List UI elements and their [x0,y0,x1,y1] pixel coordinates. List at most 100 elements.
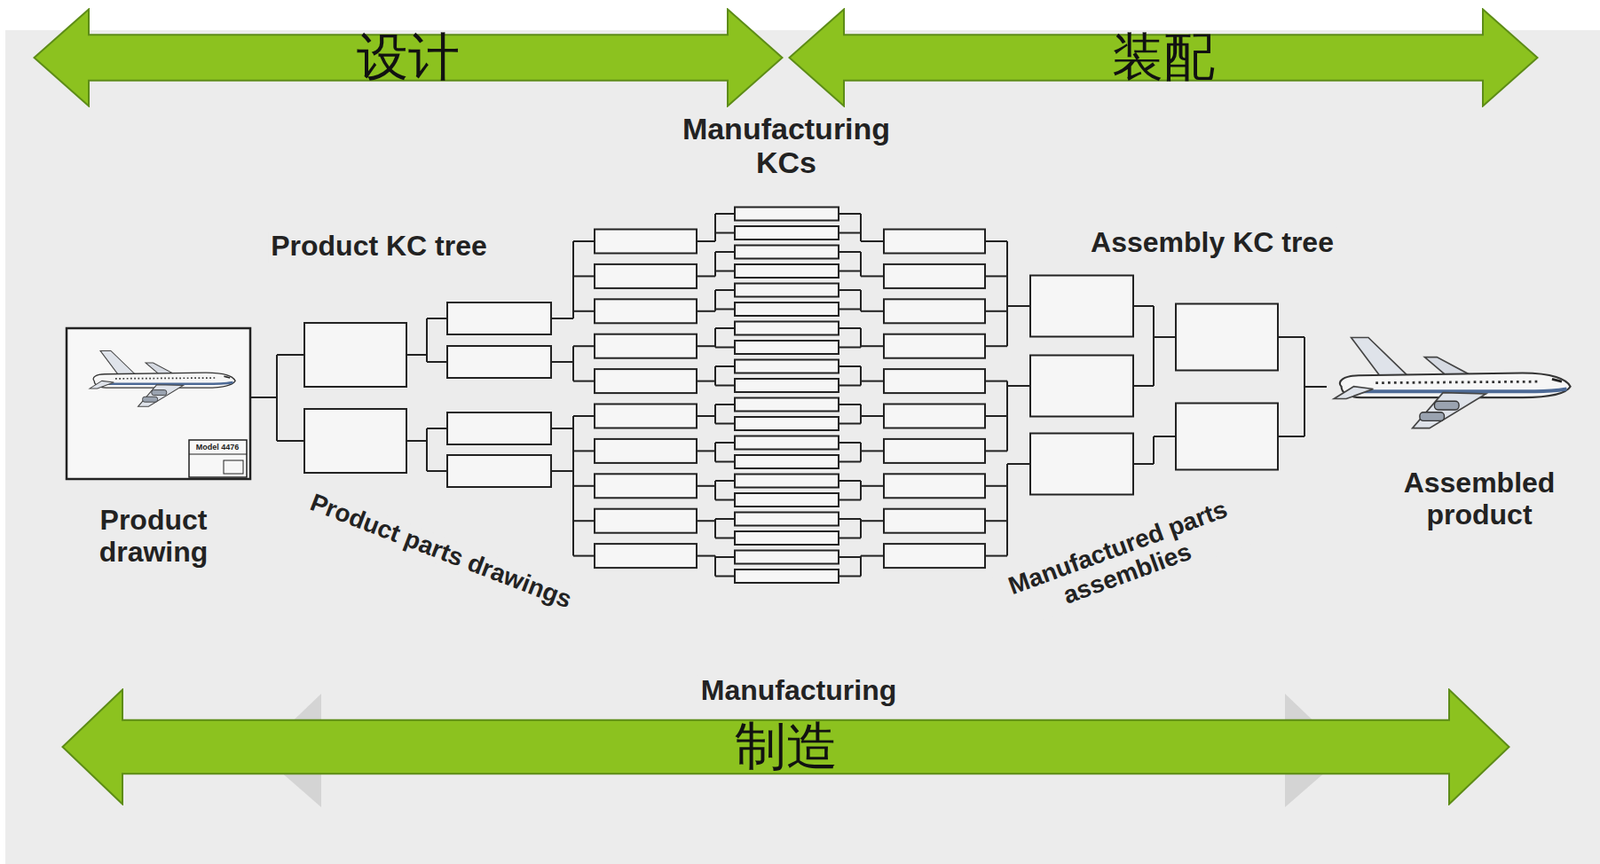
tree-line [426,470,448,473]
tree-box [594,404,697,429]
tree-box [734,245,839,260]
tree-box [1030,433,1134,496]
tree-line [715,518,735,521]
tree-box [594,299,697,324]
tree-line [714,404,717,425]
axis-heading: Manufacturing [698,675,899,708]
tree-box [734,378,839,393]
stage-caption: Product drawing [75,504,232,569]
tree-box [1030,275,1134,338]
tree-line [715,308,735,311]
tree-line [715,346,735,349]
tree-line [250,396,277,399]
tree-box [594,473,697,498]
tree-line [714,519,717,539]
tree-line [696,275,716,277]
tree-line [838,270,861,273]
tree-line [715,556,735,559]
tree-box [883,264,986,289]
phase-label: 装配 [1111,29,1215,87]
tree-line [838,480,861,482]
tree-line [838,537,861,540]
title-block-line [189,454,247,456]
tree-box [734,360,839,374]
tree-box [594,439,697,464]
tree-line [551,317,574,320]
tree-box [594,334,697,359]
tree-line [859,519,862,539]
tree-box [883,509,986,534]
tree-line [1152,436,1155,465]
tree-box [883,543,986,568]
tree-line [859,328,862,348]
tree-line [838,289,861,292]
tree-line [714,290,717,312]
tree-line [276,440,305,442]
tree-line [714,366,717,387]
tree-box [883,404,986,429]
tree-line [573,380,595,383]
tree-line [859,556,862,577]
tree-box [734,283,839,298]
tree-box [594,264,697,289]
tree-line [838,575,861,578]
tree-line [860,345,884,347]
tree-line [859,442,862,463]
tree-line [425,428,428,472]
tree-line [715,423,735,426]
tree-line [1304,386,1327,388]
tree-box [734,226,839,240]
tree-line [696,520,716,522]
tree-line [838,461,861,464]
tree-line [715,289,735,292]
tree-box [1175,304,1278,371]
tree-box [883,334,986,359]
title-block-text: Model 4476 [195,442,241,452]
tree-box [447,346,552,379]
tree-line [715,270,735,273]
tree-line [860,415,884,418]
tree-line [859,366,862,387]
tree-heading: Assembly KC tree [1087,227,1337,260]
tree-box [734,455,839,469]
tree-box [734,493,839,507]
tree-line [838,251,861,253]
stage-caption: Manufactured parts assemblies [985,488,1261,634]
tree-box [304,409,407,473]
tree-box [883,473,986,498]
tree-line [572,346,575,381]
tree-line [985,380,1008,383]
tree-line [1007,305,1031,308]
tree-line [715,461,735,464]
tree-line [573,485,595,488]
tree-line [696,415,716,418]
tree-box [734,417,839,431]
tree-line [838,365,861,368]
tree-box [883,369,986,394]
tree-line [275,354,278,442]
paper-ground [5,30,1600,864]
airplane-drawing [89,350,236,407]
tree-line [714,252,717,276]
tree-box [734,398,839,412]
tree-line [860,555,884,558]
tree-line [838,499,861,502]
tree-line [985,275,1008,277]
tree-box [447,412,552,445]
tree-line [573,520,595,522]
tree-line [573,240,595,243]
tree-line [1153,336,1176,339]
tree-box [734,551,839,565]
tree-line [838,403,861,406]
tree-heading: Product KC tree [267,230,490,263]
tree-line [573,345,595,347]
tree-line [859,213,862,242]
phase-label: 制造 [734,718,838,776]
arrow-outline [34,9,783,107]
title-block [189,440,247,478]
tree-line [573,415,595,418]
tree-line [838,308,861,311]
tree-line [696,485,716,488]
phase-label: 设计 [356,29,460,87]
